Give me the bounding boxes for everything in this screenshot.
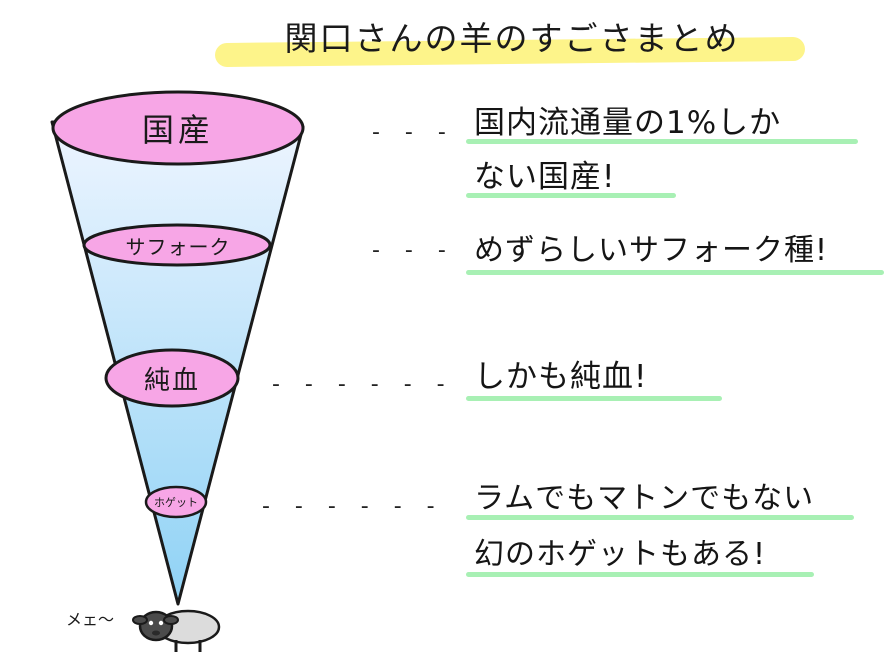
tier-label-hogget: ホゲット: [154, 496, 198, 509]
note-hogget-line1: ラムでもマトンでもない: [474, 481, 815, 516]
connector-dashes-1: - - -: [372, 120, 455, 145]
tier-ellipse-junketsu: [104, 348, 240, 408]
tier-ellipse-hogget: [144, 485, 208, 519]
connector-dashes-3: - - - - - -: [272, 372, 454, 397]
sheep-icon: [132, 609, 221, 652]
note-underline: [466, 193, 676, 198]
tier-label-junketsu: 純血: [143, 365, 200, 396]
tier-ellipse-suffolk: [82, 223, 272, 267]
connector-dashes-2: - - -: [372, 238, 455, 263]
note-kokusan-line2: ない国産!: [474, 159, 616, 195]
tier-label-suffolk: サフォーク: [125, 234, 231, 259]
note-underline: [466, 270, 884, 275]
note-underline: [466, 396, 722, 401]
note-underline: [466, 515, 854, 520]
note-underline: [466, 572, 814, 577]
sheep-speech: メェ〜: [66, 610, 115, 629]
note-junketsu: しかも純血!: [474, 359, 648, 395]
note-kokusan-line1: 国内流通量の1%しか: [474, 105, 782, 141]
tier-ellipse-kokusan: [51, 90, 305, 166]
connector-dashes-4: - - - - - -: [262, 494, 444, 519]
page-title: 関口さんの羊のすごさまとめ: [284, 19, 740, 58]
note-underline: [466, 139, 858, 144]
note-hogget-line2: 幻のホゲットもある!: [474, 537, 767, 572]
tier-label-kokusan: 国産: [141, 111, 214, 149]
note-suffolk: めずらしいサフォーク種!: [474, 233, 829, 268]
